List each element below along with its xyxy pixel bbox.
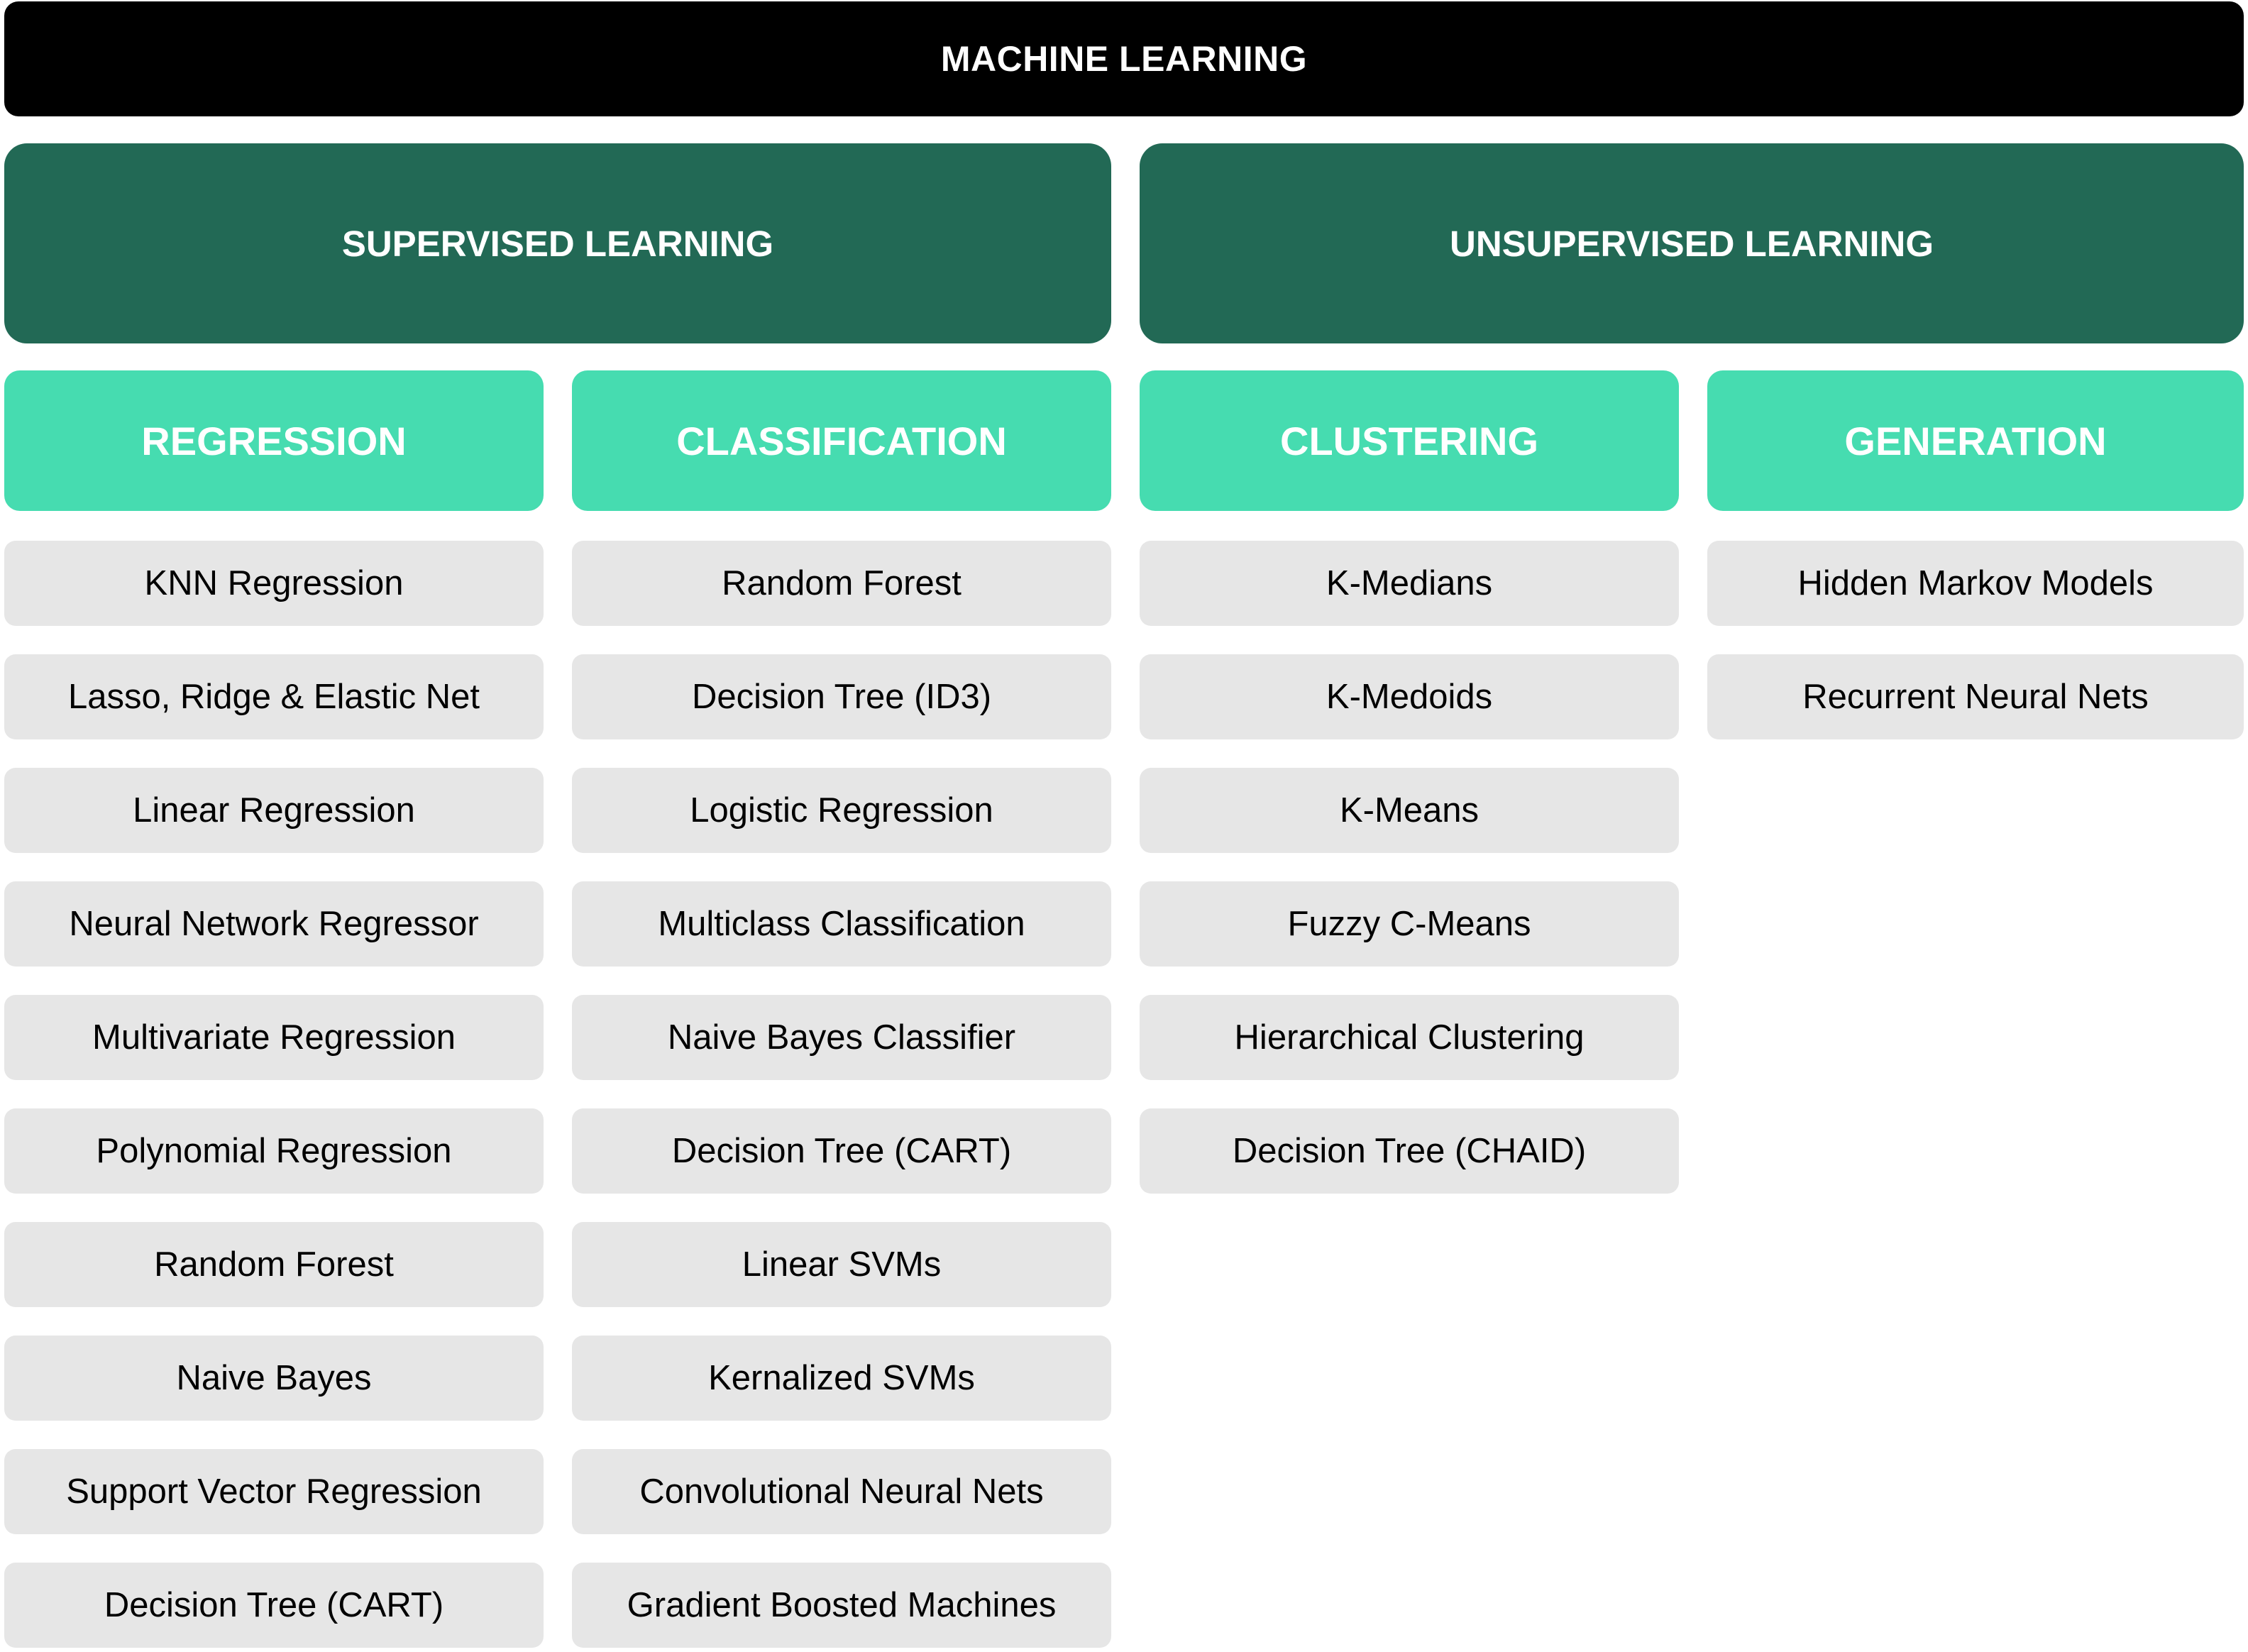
classification-item: Convolutional Neural Nets [572,1449,1111,1534]
classification-item: Naive Bayes Classifier [572,995,1111,1080]
regression-item: Neural Network Regressor [4,881,544,967]
clustering-item: Decision Tree (CHAID) [1140,1108,1679,1194]
category-clustering: CLUSTERING [1140,370,1679,511]
clustering-item: Fuzzy C-Means [1140,881,1679,967]
classification-item: Linear SVMs [572,1222,1111,1307]
classification-item: Random Forest [572,541,1111,626]
clustering-item: Hierarchical Clustering [1140,995,1679,1080]
generation-item: Hidden Markov Models [1707,541,2244,626]
regression-item: Naive Bayes [4,1336,544,1421]
root-node-machine-learning: MACHINE LEARNING [4,1,2244,116]
branch-unsupervised-learning: UNSUPERVISED LEARNING [1140,143,2244,343]
regression-item: Decision Tree (CART) [4,1563,544,1648]
clustering-item: K-Means [1140,768,1679,853]
regression-item: Polynomial Regression [4,1108,544,1194]
regression-item: Lasso, Ridge & Elastic Net [4,654,544,739]
classification-item: Kernalized SVMs [572,1336,1111,1421]
regression-item: Support Vector Regression [4,1449,544,1534]
category-generation: GENERATION [1707,370,2244,511]
generation-item: Recurrent Neural Nets [1707,654,2244,739]
regression-item: Multivariate Regression [4,995,544,1080]
classification-item: Multiclass Classification [572,881,1111,967]
category-classification: CLASSIFICATION [572,370,1111,511]
classification-item: Logistic Regression [572,768,1111,853]
clustering-item: K-Medians [1140,541,1679,626]
classification-item: Decision Tree (CART) [572,1108,1111,1194]
clustering-item: K-Medoids [1140,654,1679,739]
regression-item: KNN Regression [4,541,544,626]
regression-item: Linear Regression [4,768,544,853]
regression-item: Random Forest [4,1222,544,1307]
category-regression: REGRESSION [4,370,544,511]
classification-item: Gradient Boosted Machines [572,1563,1111,1648]
classification-item: Decision Tree (ID3) [572,654,1111,739]
branch-supervised-learning: SUPERVISED LEARNING [4,143,1111,343]
